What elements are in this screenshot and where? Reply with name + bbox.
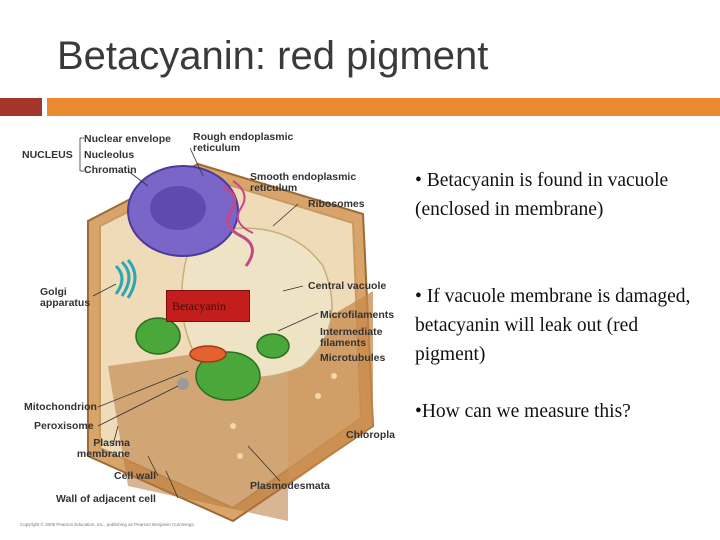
nucleolus-shape <box>150 186 206 230</box>
label-plasmodesmata: Plasmodesmata <box>250 480 330 492</box>
label-nuclear-envelope: Nuclear envelope <box>84 133 171 145</box>
betacyanin-callout-text: Betacyanin <box>172 299 226 313</box>
label-golgi: Golgi apparatus <box>40 286 91 309</box>
label-chromatin: Chromatin <box>84 164 137 176</box>
rough-er-shape <box>222 184 254 267</box>
mitochondrion-shape <box>189 345 227 363</box>
label-ribosomes: Ribosomes <box>308 198 365 210</box>
label-microtubules: Microtubules <box>320 352 386 364</box>
label-peroxisome: Peroxisome <box>34 420 94 432</box>
slide-title: Betacyanin: red pigment <box>57 34 489 78</box>
label-microfilaments: Microfilaments <box>320 309 395 321</box>
label-mitochondrion: Mitochondrion <box>24 401 97 413</box>
label-cell-wall: Cell wall <box>114 470 157 482</box>
plant-cell-diagram: Nuclear envelope NUCLEUS Nucleolus Chrom… <box>18 126 396 534</box>
label-central-vacuole: Central vacuole <box>308 280 387 292</box>
label-rough-er: Rough endoplasmic reticulum <box>193 131 294 154</box>
figure-copyright: Copyright © 2008 Pearson Education, Inc.… <box>20 522 195 527</box>
plant-cell-illustration <box>79 137 375 523</box>
bullet-membrane-damage: • If vacuole membrane is damaged, betacy… <box>415 286 691 365</box>
betacyanin-callout-box <box>166 290 250 322</box>
label-nucleus: NUCLEUS <box>22 149 73 161</box>
accent-bar-left <box>0 98 42 116</box>
golgi-shape <box>114 259 137 299</box>
chloroplast-shape-1 <box>135 317 181 355</box>
label-wall-adjacent-cell: Wall of adjacent cell <box>56 493 156 505</box>
label-smooth-er: Smooth endoplasmic reticulum <box>250 171 357 194</box>
rough-er-shape-2 <box>232 180 254 234</box>
bullet-measure-question: •How can we measure this? <box>415 401 631 422</box>
peroxisome-shape <box>177 378 189 390</box>
accent-bar-right <box>47 98 720 116</box>
label-intermediate-filaments: Intermediate filaments <box>320 326 383 349</box>
label-plasma-membrane: Plasma membrane <box>76 437 130 460</box>
chloroplast-shape-2 <box>195 351 261 401</box>
bullet-vacuole-location: • Betacyanin is found in vacuole (enclos… <box>415 170 669 220</box>
chloroplast-shape-3 <box>256 333 290 359</box>
label-chloroplast: Chloropla <box>346 429 395 441</box>
label-nucleolus: Nucleolus <box>84 149 135 161</box>
central-vacuole-shape <box>180 227 333 379</box>
